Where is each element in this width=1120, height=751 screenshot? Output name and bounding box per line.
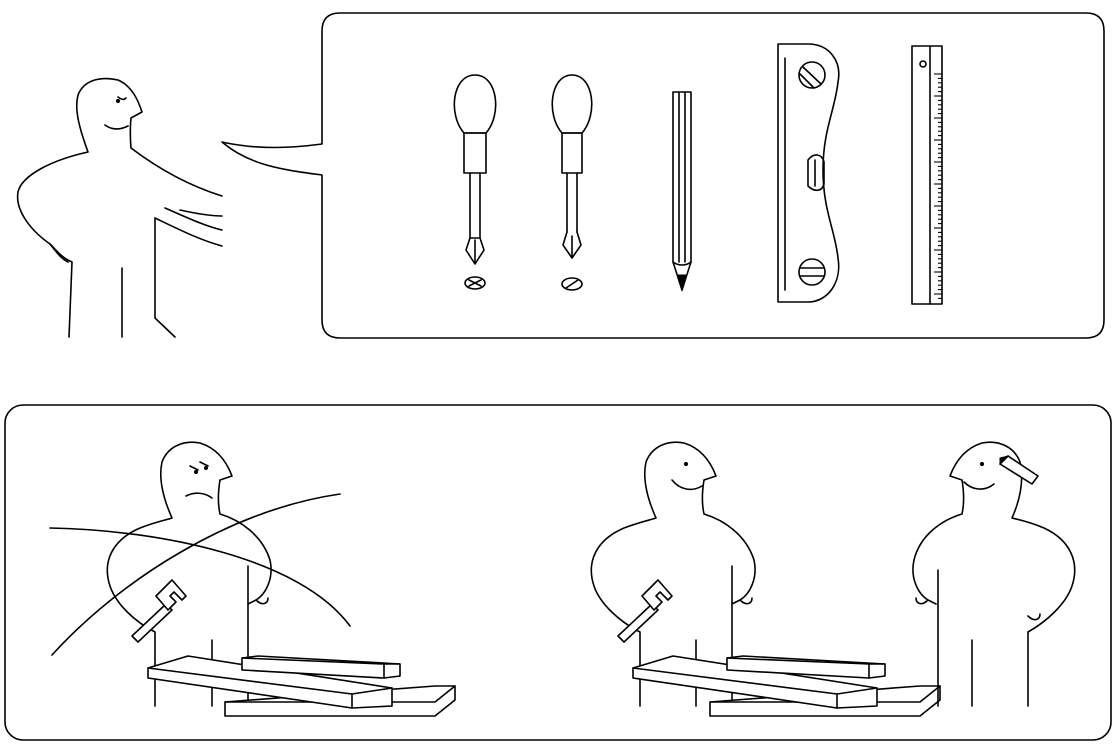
right-scene — [590, 441, 1076, 717]
phillips-screwdriver-icon — [453, 74, 497, 265]
slotted-screw-icon — [561, 277, 583, 291]
phillips-screw-icon — [464, 276, 486, 290]
left-scene — [49, 441, 456, 717]
flathead-screwdriver-icon — [551, 74, 593, 259]
bottom-panel — [4, 404, 1112, 741]
hammer-icon — [131, 579, 187, 643]
ruler-icon — [911, 45, 943, 305]
wooden-planks — [147, 655, 456, 717]
wooden-planks — [632, 655, 941, 717]
person-pointing — [16, 77, 223, 338]
spirit-level-icon — [777, 43, 840, 303]
hammer-icon — [617, 579, 673, 643]
tools-speech-bubble — [221, 12, 1105, 339]
pencil-icon — [672, 91, 692, 292]
person-with-pencil-happy — [912, 441, 1076, 707]
pencil-icon — [999, 455, 1039, 485]
top-panel — [16, 12, 1105, 339]
bottom-panel-frame — [4, 404, 1112, 741]
cross-out-mark — [49, 493, 351, 656]
